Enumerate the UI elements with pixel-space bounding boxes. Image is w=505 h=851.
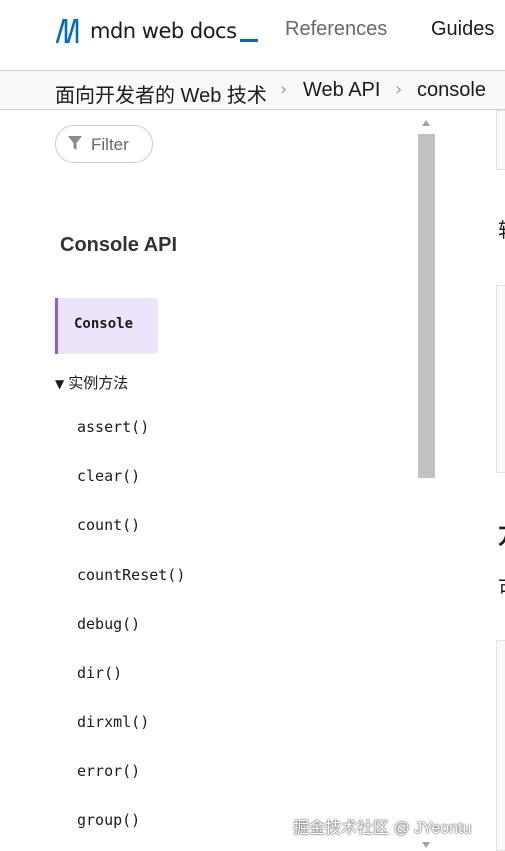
triangle-down-icon: ▼ (55, 377, 65, 391)
sidebar-section-title[interactable]: Console API (60, 234, 178, 256)
scrollbar-thumb[interactable] (418, 134, 435, 478)
top-navigation-bar: mdn web docs References Guides (0, 0, 505, 70)
sidebar-item-group[interactable]: group() (77, 811, 141, 829)
watermark: 掘金技术社区 @ JYeontu (293, 820, 472, 837)
breadcrumb-separator-icon: › (280, 79, 288, 100)
content-heading-fragment: 方 (498, 515, 505, 550)
sidebar-item-dirxml[interactable]: dirxml() (77, 713, 150, 731)
breadcrumb: 面向开发者的 Web 技术 › Web API › console (0, 70, 505, 110)
sidebar-item-clear[interactable]: clear() (77, 467, 141, 485)
filter-funnel-icon (68, 136, 82, 150)
content-heading-fragment: 转 (498, 214, 505, 243)
filter-placeholder: Filter (91, 135, 129, 154)
filter-input[interactable]: Filter (55, 125, 153, 163)
mdn-logo[interactable]: mdn web docs (55, 16, 258, 46)
content-text-fragment: 可 (498, 572, 505, 601)
sidebar-item-assert[interactable]: assert() (77, 418, 150, 436)
breadcrumb-item-web-api[interactable]: Web API (303, 79, 381, 101)
sidebar: Filter Console API Console ▼实例方法 assert(… (0, 110, 440, 851)
mdn-logo-mark-icon (55, 18, 79, 44)
breadcrumb-item-console[interactable]: console (417, 79, 486, 101)
breadcrumb-item-web-tech[interactable]: 面向开发者的 Web 技术 (55, 85, 267, 107)
logo-text: mdn web docs (90, 19, 237, 43)
sidebar-item-debug[interactable]: debug() (77, 615, 141, 633)
sidebar-item-error[interactable]: error() (77, 762, 141, 780)
nav-guides[interactable]: Guides (431, 18, 495, 40)
sidebar-item-label: Console (74, 316, 134, 332)
main-content-edge: 转 方 可 (496, 110, 505, 851)
logo-cursor-underscore (239, 38, 258, 42)
sidebar-item-countreset[interactable]: countReset() (77, 566, 186, 584)
sidebar-scrollbar[interactable] (418, 120, 435, 851)
code-block (496, 640, 505, 851)
sidebar-item-console[interactable]: Console (55, 298, 158, 354)
sidebar-group-instance-methods[interactable]: ▼实例方法 (55, 372, 128, 393)
scroll-up-arrow-icon[interactable] (422, 120, 430, 126)
sidebar-group-label: 实例方法 (68, 374, 129, 392)
breadcrumb-separator-icon: › (395, 79, 403, 100)
content-box (496, 110, 505, 170)
nav-references[interactable]: References (285, 18, 388, 40)
sidebar-item-count[interactable]: count() (77, 516, 141, 534)
sidebar-item-dir[interactable]: dir() (77, 664, 123, 682)
scroll-down-arrow-icon[interactable] (422, 842, 430, 848)
code-block (496, 285, 505, 473)
